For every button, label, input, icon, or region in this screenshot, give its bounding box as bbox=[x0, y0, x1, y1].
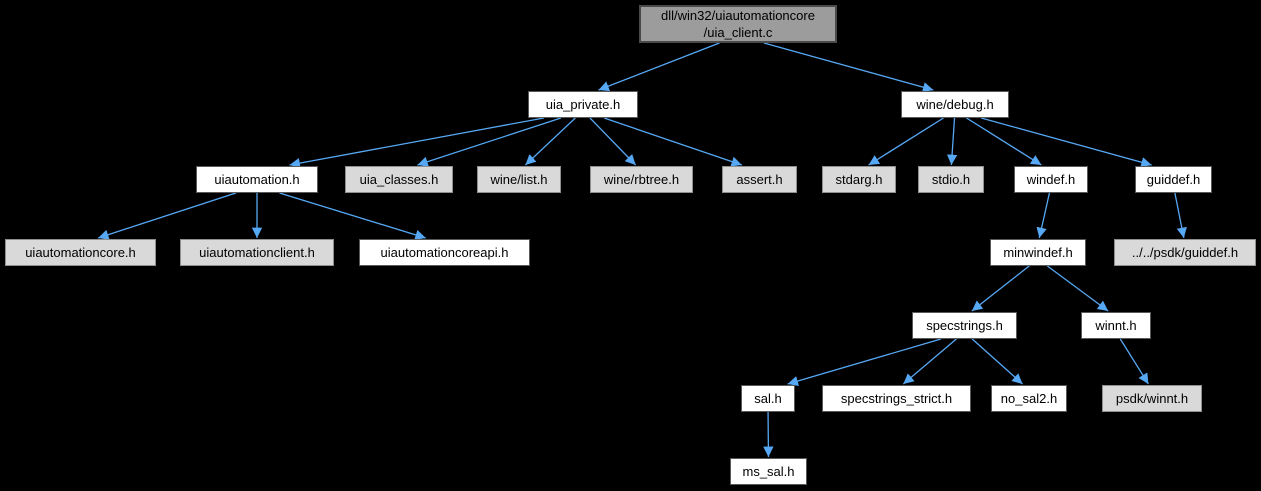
edge-uia_private-to-wine_list bbox=[524, 117, 576, 166]
graph-node-stdarg: stdarg.h bbox=[822, 166, 896, 193]
edge-minwindef-to-winnt bbox=[1046, 265, 1109, 312]
edge-wine_debug-to-guiddef bbox=[981, 117, 1152, 168]
graph-node-assert: assert.h bbox=[722, 166, 797, 193]
edge-uia_private-to-uiautomation bbox=[289, 117, 544, 169]
graph-node-uiautomationcoreapi[interactable]: uiautomationcoreapi.h bbox=[359, 239, 530, 266]
graph-node-guiddef[interactable]: guiddef.h bbox=[1135, 166, 1212, 193]
graph-node-uiautomationcore: uiautomationcore.h bbox=[5, 239, 156, 266]
edge-specstrings-to-specstrings_strict bbox=[902, 338, 957, 385]
graph-node-windef[interactable]: windef.h bbox=[1014, 166, 1088, 193]
edge-specstrings-to-sal bbox=[787, 338, 942, 387]
graph-node-stdio: stdio.h bbox=[918, 166, 984, 193]
edge-uiautomation-to-uiautomationcore bbox=[97, 192, 237, 240]
edge-uia_client-to-uia_private bbox=[598, 42, 720, 92]
edge-wine_debug-to-windef bbox=[966, 117, 1042, 166]
edge-guiddef-to-psdk_guiddef bbox=[1174, 192, 1187, 239]
graph-node-uiautomationclient: uiautomationclient.h bbox=[180, 239, 334, 266]
graph-node-winnt[interactable]: winnt.h bbox=[1081, 312, 1151, 339]
edge-uia_private-to-wine_rbtree bbox=[589, 117, 637, 166]
edge-winnt-to-psdk_winnt bbox=[1119, 338, 1149, 385]
edge-uia_client-to-wine_debug bbox=[763, 42, 934, 93]
edge-windef-to-minwindef bbox=[1036, 192, 1051, 239]
edge-minwindef-to-specstrings bbox=[971, 265, 1030, 312]
graph-node-wine_list: wine/list.h bbox=[477, 166, 561, 193]
graph-node-uia_classes: uia_classes.h bbox=[345, 166, 453, 193]
graph-node-no_sal2[interactable]: no_sal2.h bbox=[991, 385, 1067, 412]
graph-node-psdk_guiddef: ../../psdk/guiddef.h bbox=[1114, 239, 1256, 266]
edge-uia_private-to-assert bbox=[603, 117, 743, 167]
graph-node-sal[interactable]: sal.h bbox=[741, 385, 795, 412]
graph-node-specstrings[interactable]: specstrings.h bbox=[912, 312, 1017, 339]
graph-node-uiautomation[interactable]: uiautomation.h bbox=[196, 166, 318, 193]
edge-wine_debug-to-stdio bbox=[946, 117, 958, 166]
graph-node-uia_private[interactable]: uia_private.h bbox=[528, 91, 638, 118]
graph-node-wine_debug[interactable]: wine/debug.h bbox=[901, 91, 1009, 118]
edge-wine_debug-to-stdarg bbox=[868, 117, 944, 166]
edge-specstrings-to-no_sal2 bbox=[971, 338, 1023, 385]
graph-node-minwindef[interactable]: minwindef.h bbox=[990, 239, 1086, 266]
graph-node-psdk_winnt: psdk/winnt.h bbox=[1102, 385, 1202, 412]
edge-uiautomation-to-uiautomationcoreapi bbox=[279, 192, 426, 240]
graph-node-specstrings_strict[interactable]: specstrings_strict.h bbox=[822, 385, 971, 412]
graph-node-uia_client: dll/win32/uiautomationcore /uia_client.c bbox=[639, 5, 837, 43]
graph-node-ms_sal[interactable]: ms_sal.h bbox=[730, 458, 807, 485]
edge-uia_private-to-uia_classes bbox=[417, 117, 562, 167]
graph-node-wine_rbtree: wine/rbtree.h bbox=[590, 166, 693, 193]
